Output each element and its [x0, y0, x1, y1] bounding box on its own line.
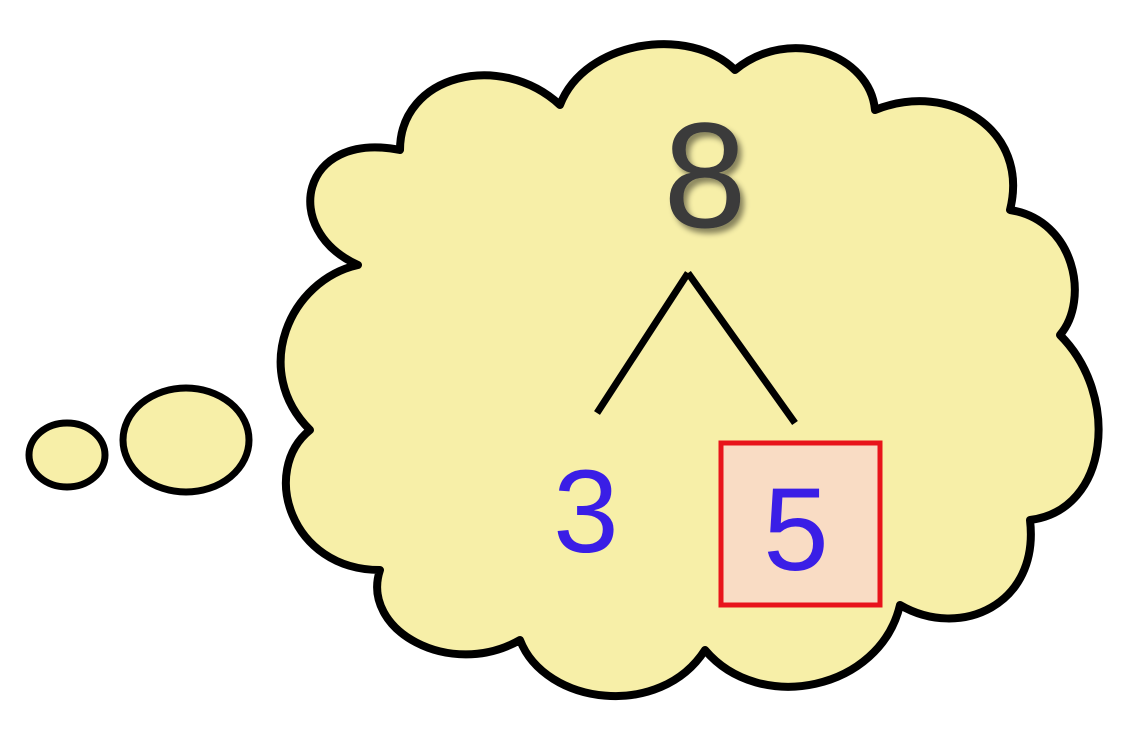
highlight-box — [718, 440, 883, 608]
thought-bubble-medium — [119, 384, 253, 496]
bond-line-right — [685, 270, 798, 426]
thought-cloud — [276, 40, 1103, 700]
bond-line-left — [594, 271, 691, 415]
whole-number: 8 — [663, 91, 746, 259]
part-left-number: 3 — [553, 446, 619, 578]
thought-bubble-small — [25, 419, 109, 491]
part-right-number: 5 — [763, 464, 829, 596]
